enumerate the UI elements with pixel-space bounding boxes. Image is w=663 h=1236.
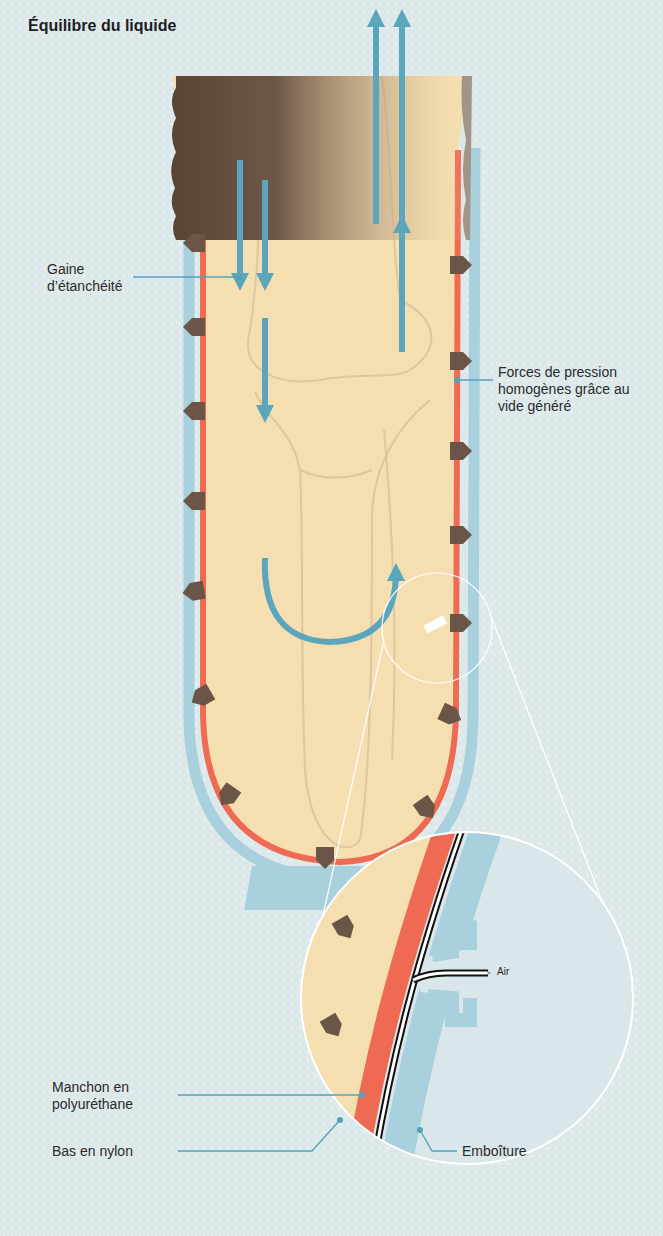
zoom-circle xyxy=(301,832,633,1164)
part-label: Manchon en polyuréthane xyxy=(52,1079,174,1113)
leader-dots xyxy=(237,274,460,1133)
part-label: Gaine d’étanchéité xyxy=(47,261,129,295)
valve xyxy=(423,615,447,633)
diagram-title: Équilibre du liquide xyxy=(28,17,176,35)
leader-lines xyxy=(133,277,493,1151)
part-label: Bas en nylon xyxy=(52,1143,174,1160)
part-label: Emboîture xyxy=(462,1143,602,1160)
zoom-detail xyxy=(290,815,650,1190)
polyurethane-liner xyxy=(203,150,458,862)
pressure-arrows xyxy=(181,234,472,869)
fluid-flow-arrows xyxy=(240,18,402,642)
part-label: Forces de pression homogènes grâce au vi… xyxy=(498,364,638,415)
part-label: Air xyxy=(497,966,537,978)
sealing-sleeve xyxy=(171,76,472,240)
